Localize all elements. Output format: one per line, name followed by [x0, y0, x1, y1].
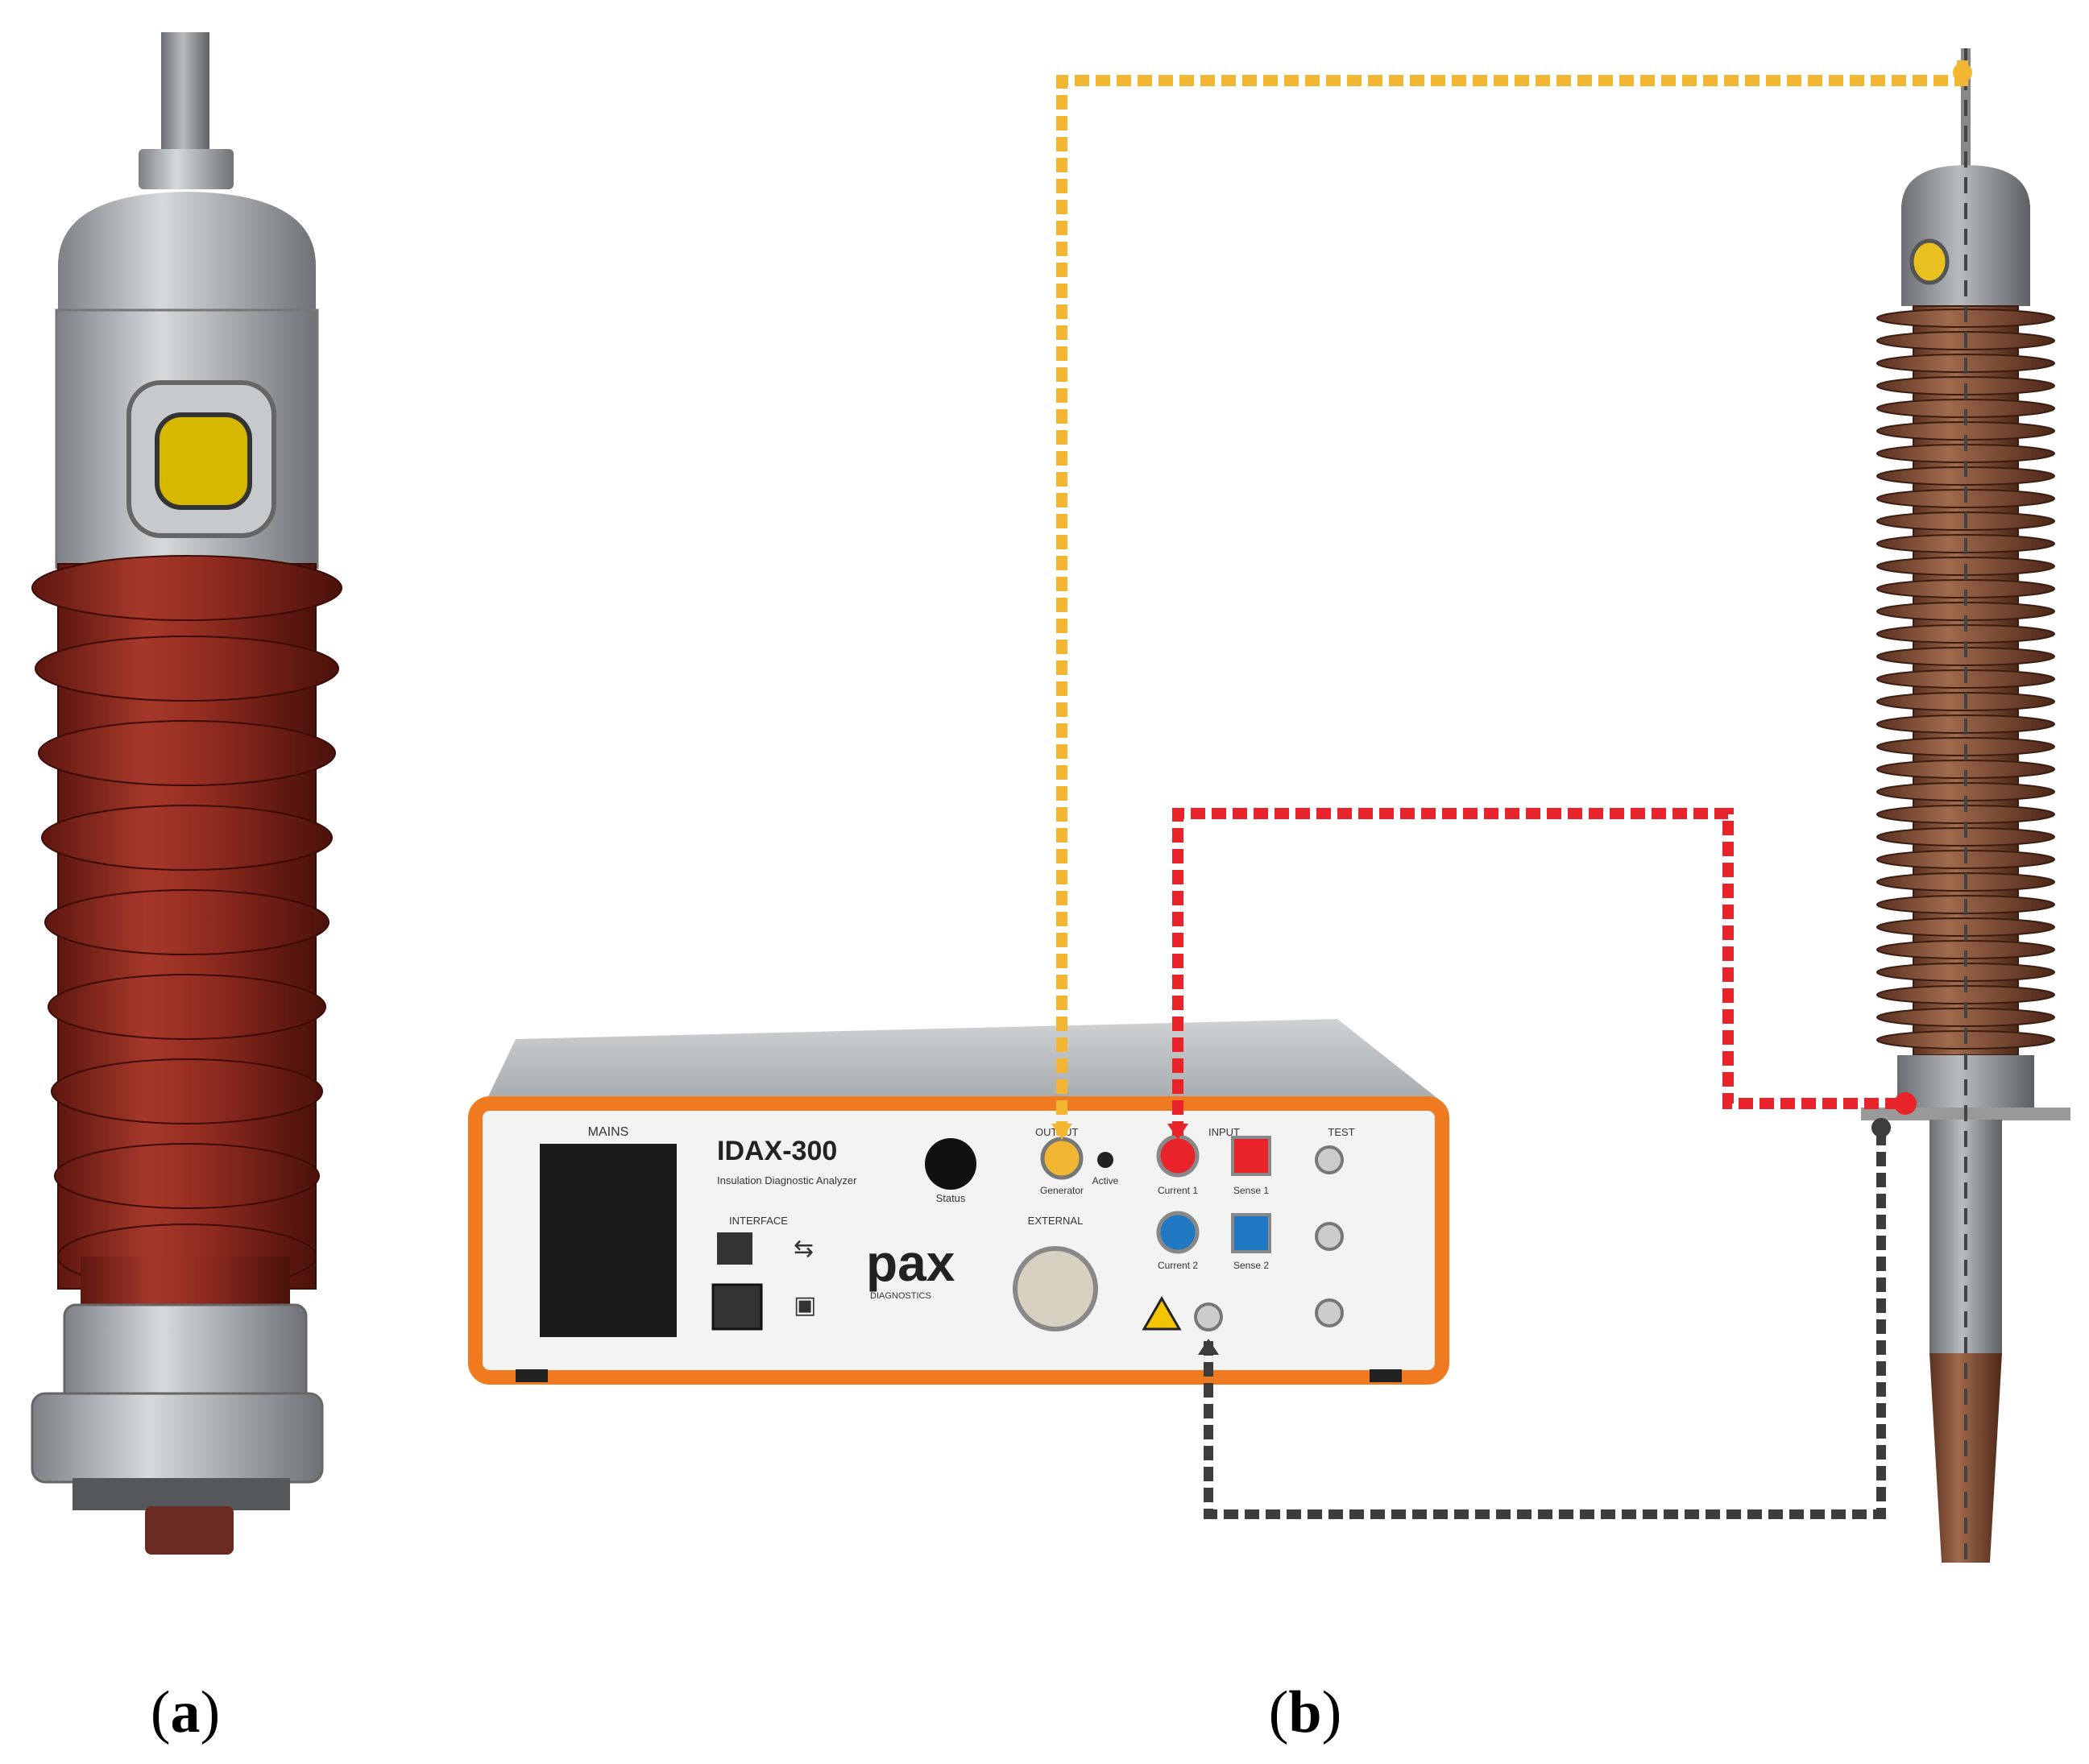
warning-icon — [1142, 1296, 1182, 1331]
mains-socket — [540, 1144, 677, 1337]
device-model: IDAX-300 — [717, 1136, 837, 1166]
top-terminal-rod — [161, 32, 209, 153]
bottom-end — [145, 1506, 234, 1555]
usb-icon: ⇆ — [794, 1235, 814, 1263]
caption-a: (a) — [151, 1679, 220, 1745]
current2-label: Current 2 — [1158, 1260, 1198, 1271]
current1-label: Current 1 — [1158, 1185, 1198, 1196]
current-wire — [1172, 808, 1901, 1136]
status-knob — [925, 1138, 976, 1190]
external-connector — [1013, 1246, 1098, 1331]
terminal-clamp — [139, 149, 234, 189]
current2-connector — [1156, 1211, 1200, 1254]
sense2-connector — [1231, 1213, 1271, 1253]
flange-base — [31, 1392, 324, 1484]
usb-port — [717, 1232, 752, 1265]
sense2-label: Sense 2 — [1233, 1260, 1269, 1271]
current1-connector — [1156, 1134, 1200, 1178]
wires — [1051, 60, 1972, 1519]
generator-label: Generator — [1040, 1185, 1084, 1196]
foot-right — [1370, 1369, 1402, 1382]
ethernet-port — [711, 1283, 763, 1331]
external-label: EXTERNAL — [1028, 1215, 1084, 1227]
bushing-model — [1861, 48, 2070, 1563]
active-led — [1097, 1152, 1113, 1168]
generator-wire-end — [1953, 63, 1972, 82]
ground-point — [1871, 1118, 1891, 1137]
sense1-label: Sense 1 — [1233, 1185, 1269, 1196]
ground-wire — [1204, 1128, 1886, 1519]
mains-label: MAINS — [588, 1125, 629, 1139]
test-terminal-2 — [1315, 1222, 1344, 1251]
ethernet-icon: ▣ — [794, 1291, 816, 1319]
interface-label: INTERFACE — [729, 1215, 788, 1227]
generator-connector — [1040, 1137, 1084, 1180]
top-dome — [58, 192, 316, 314]
porcelain-sheds — [31, 555, 342, 1290]
bushing-photo — [31, 32, 342, 1555]
ground-terminal — [1194, 1302, 1223, 1331]
current-wire-arrow — [1167, 1124, 1188, 1140]
status-label: Status — [936, 1192, 966, 1204]
ground-wire-arrow — [1198, 1339, 1219, 1355]
brand-sub: DIAGNOSTICS — [870, 1291, 931, 1301]
caption-b: (b) — [1269, 1679, 1341, 1745]
active-label: Active — [1092, 1175, 1119, 1186]
device-subtitle: Insulation Diagnostic Analyzer — [717, 1174, 857, 1186]
test-label: TEST — [1328, 1126, 1354, 1138]
bottom-plate — [73, 1478, 290, 1510]
sense1-connector — [1231, 1136, 1271, 1176]
generator-wire — [1056, 60, 1968, 1136]
test-terminal-1 — [1315, 1145, 1344, 1174]
test-terminal-3 — [1315, 1298, 1344, 1327]
model-oil-window — [1909, 238, 1950, 285]
model-bottom-tip — [1929, 1353, 2002, 1563]
oil-level-window — [155, 412, 252, 510]
idax-300-instrument: MAINS IDAX-300 Insulation Diagnostic Ana… — [468, 1019, 1449, 1385]
foot-left — [516, 1369, 548, 1382]
generator-wire-arrow — [1051, 1124, 1072, 1140]
brand-logo: pax — [866, 1234, 955, 1292]
input-label: INPUT — [1208, 1126, 1240, 1138]
